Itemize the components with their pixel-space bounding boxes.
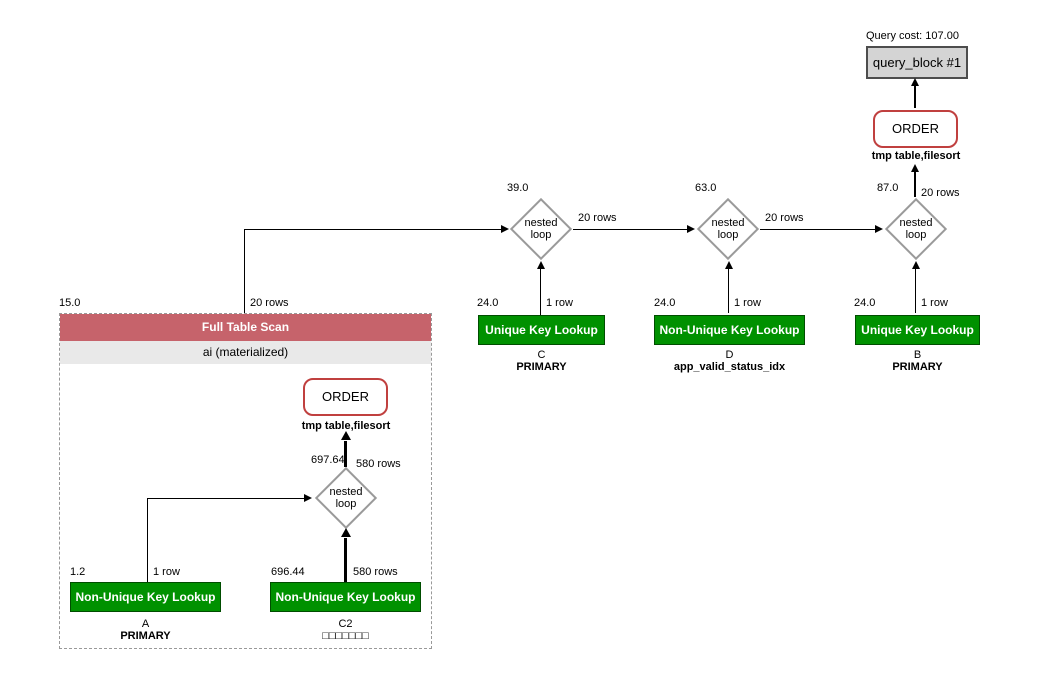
nl1-rows-label: 20 rows: [578, 212, 617, 224]
index-name: PRIMARY: [516, 361, 567, 373]
lookup-a-table-info: A PRIMARY: [70, 618, 221, 642]
materialized-cost-label: 15.0: [59, 297, 81, 309]
nested-loop-node-1[interactable]: nested loop: [509, 197, 573, 261]
full-table-scan-node[interactable]: Full Table Scan: [60, 314, 431, 341]
lookup-d-rows: 1 row: [734, 297, 761, 309]
materialized-subtitle: ai (materialized): [202, 345, 289, 359]
arrowhead-up-icon: [725, 261, 733, 269]
lookup-c2-table-info: C2 □□□□□□□: [270, 618, 421, 642]
lookup-a-op: Non-Unique Key Lookup: [75, 590, 216, 604]
lookup-node-a[interactable]: Non-Unique Key Lookup: [70, 582, 221, 612]
arrowhead-up-icon: [911, 78, 919, 86]
lookup-b-rows: 1 row: [921, 297, 948, 309]
inner-nl-cost: 697.64: [311, 454, 345, 466]
order-node-inner[interactable]: ORDER: [303, 378, 388, 416]
lookup-c2-rows: 580 rows: [353, 566, 398, 578]
materialized-rows-label: 20 rows: [250, 297, 289, 309]
query-cost-label: Query cost: 107.00: [866, 30, 959, 42]
lookup-d-cost: 24.0: [654, 297, 676, 309]
nl3-rows-label: 20 rows: [921, 187, 960, 199]
lookup-a-rows: 1 row: [153, 566, 180, 578]
index-name: PRIMARY: [892, 361, 943, 373]
arrowhead-right-icon: [501, 225, 509, 233]
materialized-table-label: ai (materialized): [60, 341, 431, 364]
edge-order-to-queryblock: [914, 86, 916, 108]
order-label-top: ORDER: [892, 121, 939, 136]
nested-loop-label: loop: [717, 229, 739, 241]
query-block-title: query_block #1: [872, 55, 962, 70]
table-alias: B: [913, 349, 922, 361]
lookup-d-table-info: D app_valid_status_idx: [654, 349, 805, 373]
arrowhead-right-icon: [875, 225, 883, 233]
edge-nl3-to-order: [914, 172, 916, 197]
table-alias: C2: [338, 618, 353, 630]
nested-loop-node-2[interactable]: nested loop: [696, 197, 760, 261]
edge-nl2-to-nl3: [760, 229, 875, 230]
nl2-rows-label: 20 rows: [765, 212, 804, 224]
nested-loop-node-inner[interactable]: nested loop: [314, 466, 378, 530]
nested-loop-label: nested: [899, 217, 933, 229]
arrowhead-up-icon: [911, 164, 919, 172]
edge-c-to-nl1: [540, 269, 541, 315]
lookup-node-b[interactable]: Unique Key Lookup: [855, 315, 980, 345]
nested-loop-label: nested: [711, 217, 745, 229]
nl3-cost-label: 87.0: [877, 182, 899, 194]
order-note-top: tmp table,filesort: [871, 150, 961, 162]
table-alias: C: [537, 349, 546, 361]
arrowhead-up-icon: [537, 261, 545, 269]
lookup-c-table-info: C PRIMARY: [478, 349, 605, 373]
edge-d-to-nl2: [728, 269, 729, 313]
arrowhead-right-icon: [304, 494, 312, 502]
lookup-c2-cost: 696.44: [271, 566, 305, 578]
table-alias: D: [725, 349, 734, 361]
lookup-b-table-info: B PRIMARY: [855, 349, 980, 373]
order-note-inner: tmp table,filesort: [301, 420, 391, 432]
materialized-subquery-container: Full Table Scan ai (materialized) ORDER …: [59, 313, 432, 649]
query-block-node[interactable]: query_block #1: [866, 46, 968, 79]
order-node-top[interactable]: ORDER: [873, 110, 958, 148]
edge-nl1-to-nl2: [573, 229, 687, 230]
nested-loop-label: loop: [530, 229, 552, 241]
nested-loop-label: loop: [335, 498, 357, 510]
index-name: PRIMARY: [120, 630, 171, 642]
arrowhead-up-icon: [341, 431, 351, 440]
nested-loop-node-3[interactable]: nested loop: [884, 197, 948, 261]
lookup-c2-op: Non-Unique Key Lookup: [275, 590, 416, 604]
edge-innernl-to-order: [344, 441, 347, 467]
edge-c2-to-innernl: [344, 538, 347, 582]
nl1-cost-label: 39.0: [507, 182, 529, 194]
lookup-d-op: Non-Unique Key Lookup: [659, 323, 800, 337]
lookup-a-cost: 1.2: [70, 566, 86, 578]
inner-nl-rows: 580 rows: [356, 458, 401, 470]
edge-materialized-to-nl1: [244, 229, 501, 230]
edge-materialized-up: [244, 230, 245, 313]
lookup-node-c2[interactable]: Non-Unique Key Lookup: [270, 582, 421, 612]
arrowhead-up-icon: [341, 528, 351, 537]
lookup-c-rows: 1 row: [546, 297, 573, 309]
edge-a-to-innernl: [147, 498, 304, 499]
table-alias: A: [141, 618, 150, 630]
lookup-node-c[interactable]: Unique Key Lookup: [478, 315, 605, 345]
nested-loop-label: loop: [905, 229, 927, 241]
lookup-c-cost: 24.0: [477, 297, 499, 309]
lookup-b-cost: 24.0: [854, 297, 876, 309]
arrowhead-up-icon: [912, 261, 920, 269]
lookup-c-op: Unique Key Lookup: [485, 323, 598, 337]
index-name: □□□□□□□: [322, 630, 369, 642]
arrowhead-right-icon: [687, 225, 695, 233]
lookup-b-op: Unique Key Lookup: [861, 323, 974, 337]
full-table-scan-label: Full Table Scan: [201, 320, 290, 334]
edge-b-to-nl3: [915, 269, 916, 313]
order-label-inner: ORDER: [322, 389, 369, 404]
nested-loop-label: nested: [329, 486, 363, 498]
nested-loop-label: nested: [524, 217, 558, 229]
index-name: app_valid_status_idx: [673, 361, 786, 373]
lookup-node-d[interactable]: Non-Unique Key Lookup: [654, 315, 805, 345]
edge-a-up: [147, 499, 148, 582]
nl2-cost-label: 63.0: [695, 182, 717, 194]
